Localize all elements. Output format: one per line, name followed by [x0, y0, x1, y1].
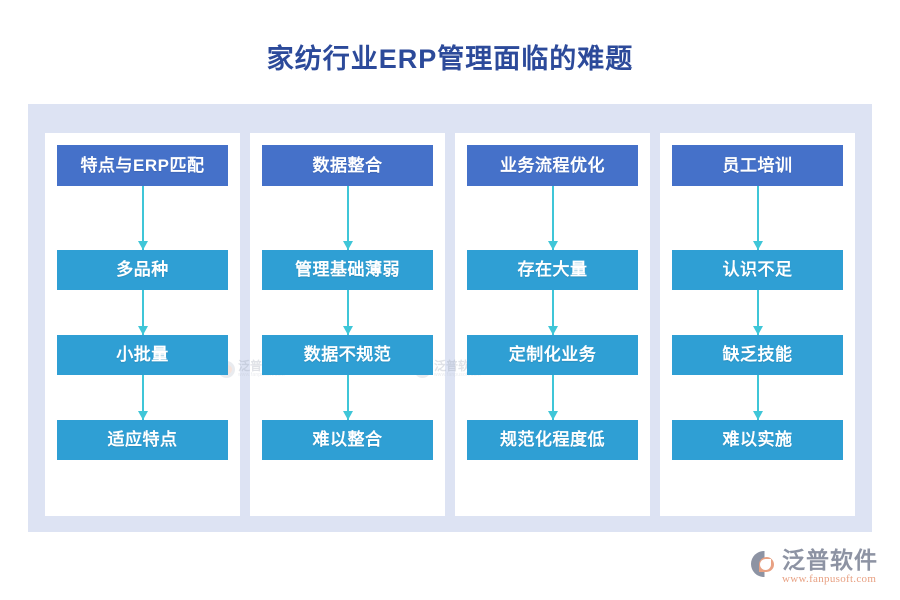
flow-column-2: 数据整合 管理基础薄弱 数据不规范 难以整合: [250, 133, 445, 516]
connector-shaft: [551, 290, 554, 335]
arrow-down-icon: [137, 411, 148, 420]
column-4-connector-1: [670, 186, 845, 250]
column-3-step-box-3[interactable]: 规范化程度低: [467, 420, 638, 460]
column-2-step-box-1[interactable]: 管理基础薄弱: [262, 250, 433, 290]
arrow-down-icon: [547, 241, 558, 250]
connector-shaft: [346, 375, 349, 420]
column-3-connector-1: [465, 186, 640, 250]
arrow-down-icon: [137, 241, 148, 250]
logo-inner-shape: [760, 559, 771, 570]
arrow-down-icon: [752, 241, 763, 250]
connector-shaft: [141, 290, 144, 335]
column-4-connector-2: [670, 290, 845, 335]
fanpu-logo-icon: [751, 551, 777, 577]
column-2-header-box[interactable]: 数据整合: [262, 145, 433, 186]
column-1-step-box-3[interactable]: 适应特点: [57, 420, 228, 460]
column-2-step-box-3[interactable]: 难以整合: [262, 420, 433, 460]
brand-text-group: 泛普软件 www.fanpusoft.com: [782, 548, 878, 586]
connector-shaft: [756, 375, 759, 420]
connector-shaft: [141, 186, 144, 250]
arrow-down-icon: [547, 326, 558, 335]
arrow-down-icon: [752, 411, 763, 420]
connector-shaft: [756, 186, 759, 250]
brand-url: www.fanpusoft.com: [782, 573, 877, 585]
connector-shaft: [756, 290, 759, 335]
arrow-down-icon: [137, 326, 148, 335]
column-3-step-box-1[interactable]: 存在大量: [467, 250, 638, 290]
column-3-connector-2: [465, 290, 640, 335]
column-4-step-box-2[interactable]: 缺乏技能: [672, 335, 843, 375]
arrow-down-icon: [342, 411, 353, 420]
column-2-connector-3: [260, 375, 435, 420]
column-4-step-box-1[interactable]: 认识不足: [672, 250, 843, 290]
column-1-connector-1: [55, 186, 230, 250]
column-1-header-box[interactable]: 特点与ERP匹配: [57, 145, 228, 186]
column-2-step-box-2[interactable]: 数据不规范: [262, 335, 433, 375]
arrow-down-icon: [342, 326, 353, 335]
arrow-down-icon: [342, 241, 353, 250]
connector-shaft: [141, 375, 144, 420]
flow-column-3: 业务流程优化 存在大量 定制化业务 规范化程度低: [455, 133, 650, 516]
column-4-header-box[interactable]: 员工培训: [672, 145, 843, 186]
arrow-down-icon: [752, 326, 763, 335]
connector-shaft: [551, 375, 554, 420]
column-4-step-box-3[interactable]: 难以实施: [672, 420, 843, 460]
column-3-step-box-2[interactable]: 定制化业务: [467, 335, 638, 375]
column-2-connector-2: [260, 290, 435, 335]
connector-shaft: [551, 186, 554, 250]
column-1-connector-2: [55, 290, 230, 335]
connector-shaft: [346, 186, 349, 250]
page-title: 家纺行业ERP管理面临的难题: [266, 44, 634, 74]
column-2-connector-1: [260, 186, 435, 250]
column-1-step-box-2[interactable]: 小批量: [57, 335, 228, 375]
connector-shaft: [346, 290, 349, 335]
column-3-connector-3: [465, 375, 640, 420]
brand-name: 泛普软件: [782, 547, 878, 573]
column-4-connector-3: [670, 375, 845, 420]
column-3-header-box[interactable]: 业务流程优化: [467, 145, 638, 186]
column-1-step-box-1[interactable]: 多品种: [57, 250, 228, 290]
column-1-connector-3: [55, 375, 230, 420]
arrow-down-icon: [547, 411, 558, 420]
flow-column-1: 特点与ERP匹配 多品种 小批量 适应特点: [45, 133, 240, 516]
flow-column-4: 员工培训 认识不足 缺乏技能 难以实施: [660, 133, 855, 516]
diagram-board: 特点与ERP匹配 多品种 小批量 适应特点 数据整合 管理基础薄弱 数据不规范: [28, 104, 872, 532]
brand-logo: 泛普软件 www.fanpusoft.com: [751, 548, 878, 586]
